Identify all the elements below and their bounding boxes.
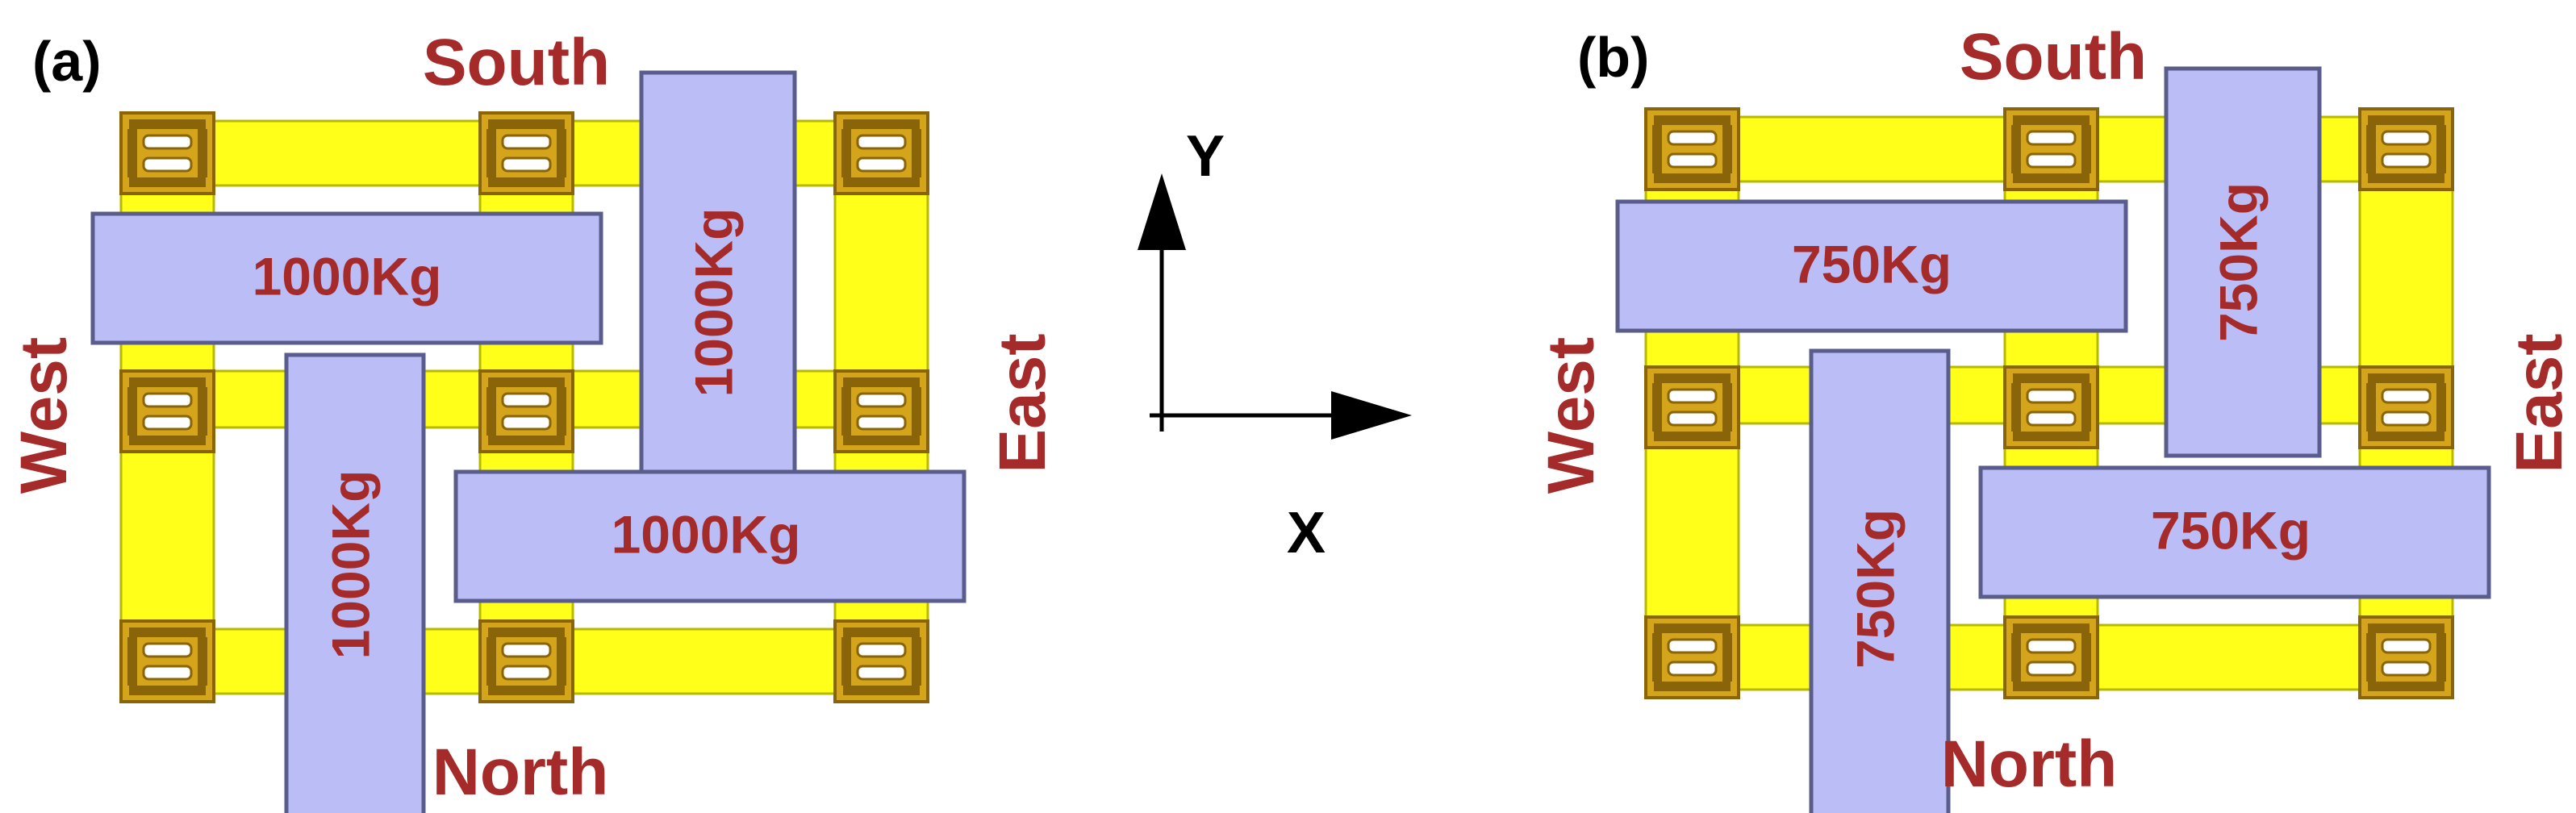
load-block: 1000Kg	[453, 469, 967, 603]
column-connection-icon	[1644, 107, 1740, 191]
load-label: 1000Kg	[320, 470, 380, 660]
y-axis-label: Y	[1186, 124, 1225, 189]
panel-b-frame	[1644, 107, 2454, 699]
x-axis-label: X	[1287, 501, 1326, 565]
column-connection-icon	[478, 111, 574, 195]
column-connection-icon	[2358, 615, 2454, 699]
load-label: 1000Kg	[683, 208, 743, 398]
load-label: 750Kg	[2208, 182, 2268, 342]
load-block: 750Kg	[2164, 66, 2322, 458]
column-connection-icon	[119, 111, 215, 195]
load-block: 1000Kg	[639, 70, 797, 543]
arrow-icon	[1138, 173, 1186, 250]
load-label: 750Kg	[1845, 509, 1905, 669]
column-connection-icon	[833, 619, 929, 703]
load-label: 750Kg	[2151, 500, 2311, 560]
panel-tag: (a)	[32, 30, 102, 93]
column-connection-icon	[119, 369, 215, 453]
load-label: 1000Kg	[253, 246, 442, 306]
direction-label-east: East	[986, 333, 1059, 473]
column-connection-icon	[2358, 365, 2454, 449]
load-block: 750Kg	[1978, 465, 2491, 599]
load-block: 1000Kg	[90, 211, 603, 345]
panel-b: 750Kg 750Kg 750Kg 750Kg	[1615, 66, 2491, 813]
panel-a: 1000Kg 1000Kg 1000Kg 1000Kg	[90, 70, 967, 813]
column-connection-icon	[833, 111, 929, 195]
column-connection-icon	[1644, 365, 1740, 449]
load-label: 1000Kg	[612, 504, 801, 564]
load-block: 750Kg	[1615, 199, 2128, 333]
column-connection-icon	[2003, 615, 2099, 699]
column-connection-icon	[119, 619, 215, 703]
load-block: 750Kg	[1809, 348, 1951, 813]
direction-label-west: West	[1534, 337, 1608, 494]
arrow-icon	[1331, 391, 1412, 440]
column-connection-icon	[833, 369, 929, 453]
direction-label-east: East	[2503, 333, 2576, 473]
panel-a-frame	[119, 111, 929, 703]
direction-label-north: North	[1941, 728, 2118, 801]
panel-tag: (b)	[1577, 26, 1649, 89]
direction-label-north: North	[432, 736, 609, 809]
coordinate-axes: Y X	[1138, 124, 1412, 565]
column-connection-icon	[478, 369, 574, 453]
load-label: 750Kg	[1792, 234, 1952, 294]
direction-label-south: South	[1960, 20, 2147, 94]
column-connection-icon	[2003, 365, 2099, 449]
load-block: 1000Kg	[284, 352, 426, 813]
column-connection-icon	[478, 619, 574, 703]
column-connection-icon	[1644, 615, 1740, 699]
column-connection-icon	[2003, 107, 2099, 191]
column-connection-icon	[2358, 107, 2454, 191]
direction-label-south: South	[423, 26, 610, 99]
direction-label-west: West	[7, 337, 81, 494]
